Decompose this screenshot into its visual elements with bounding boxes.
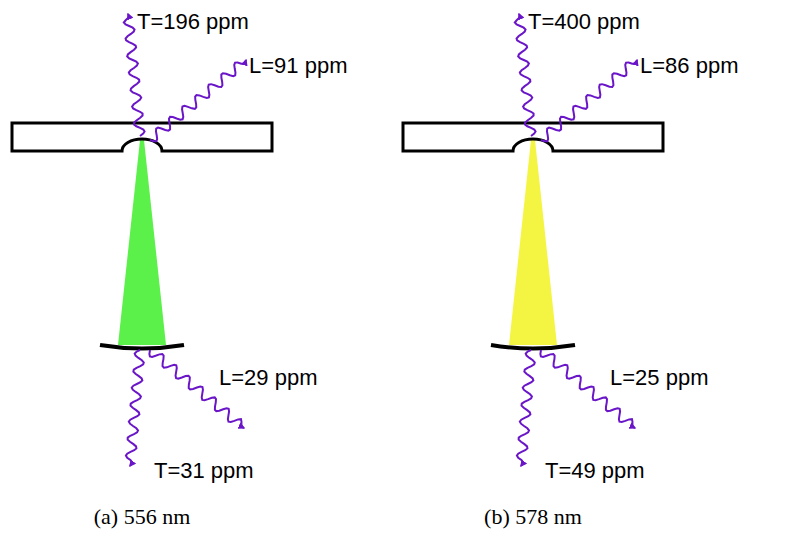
loss-label: L=86 ppm xyxy=(640,55,738,77)
subfigure-caption: (b) 578 nm xyxy=(484,506,582,528)
flat-mirror xyxy=(403,123,663,151)
wavy-arrows xyxy=(124,14,637,466)
photon-arrow xyxy=(517,350,535,466)
transmission-label: T=49 ppm xyxy=(545,460,645,482)
photon-arrow xyxy=(540,350,635,428)
loss-label: L=25 ppm xyxy=(610,367,708,389)
photon-arrow xyxy=(541,60,637,141)
green-beam xyxy=(118,140,166,345)
curved-mirror xyxy=(491,345,575,349)
subfigure-caption: (a) 556 nm xyxy=(94,506,191,528)
photon-arrow xyxy=(126,350,144,466)
transmission-label: T=196 ppm xyxy=(137,11,249,33)
loss-label: L=91 ppm xyxy=(249,55,347,77)
transmission-label: T=400 ppm xyxy=(528,11,640,33)
flat-mirror xyxy=(12,123,272,151)
loss-label: L=29 ppm xyxy=(219,367,317,389)
transmission-label: T=31 ppm xyxy=(154,460,254,482)
yellow-beam xyxy=(509,140,557,345)
curved-mirror xyxy=(100,345,184,349)
photon-arrow xyxy=(149,350,244,428)
photon-arrow xyxy=(150,60,246,141)
